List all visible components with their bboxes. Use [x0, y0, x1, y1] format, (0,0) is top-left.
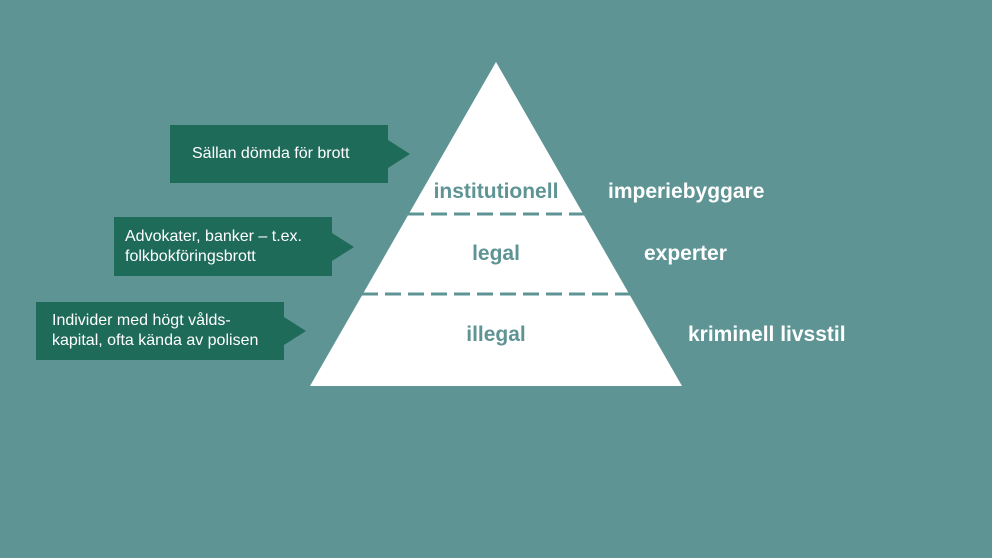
- callout-line: Individer med högt vålds-: [52, 312, 231, 329]
- callout-line: kapital, ofta kända av polisen: [52, 332, 259, 349]
- side-label-kriminell-livsstil: kriminell livsstil: [688, 323, 846, 346]
- callout-box: Advokater, banker – t.ex. folkbokförings…: [114, 217, 332, 276]
- callout-legal: Advokater, banker – t.ex. folkbokförings…: [114, 217, 354, 276]
- callout-box: Sällan dömda för brott: [170, 125, 388, 183]
- callout-line: folkbokföringsbrott: [125, 247, 256, 265]
- callout-pointer: [284, 317, 306, 345]
- callout-institutionell: Sällan dömda för brott: [170, 125, 410, 183]
- tier-label-institutionell: institutionell: [433, 180, 559, 203]
- callout-text: Sällan dömda för brott: [192, 145, 350, 162]
- side-label-imperiebyggare: imperiebyggare: [608, 180, 765, 203]
- callout-illegal: Individer med högt vålds- kapital, ofta …: [36, 302, 306, 360]
- side-label-experter: experter: [644, 242, 727, 265]
- pyramid-shape: [310, 62, 682, 386]
- callout-box: Individer med högt vålds- kapital, ofta …: [36, 302, 284, 360]
- callout-text: Advokater, banker – t.ex. folkbokförings…: [125, 227, 302, 267]
- callout-text: Individer med högt vålds- kapital, ofta …: [52, 311, 258, 351]
- callout-pointer: [388, 140, 410, 168]
- callout-pointer: [332, 232, 354, 261]
- tier-label-legal: legal: [472, 242, 520, 265]
- tier-label-illegal: illegal: [466, 323, 526, 346]
- callout-line: Advokater, banker – t.ex.: [125, 227, 302, 245]
